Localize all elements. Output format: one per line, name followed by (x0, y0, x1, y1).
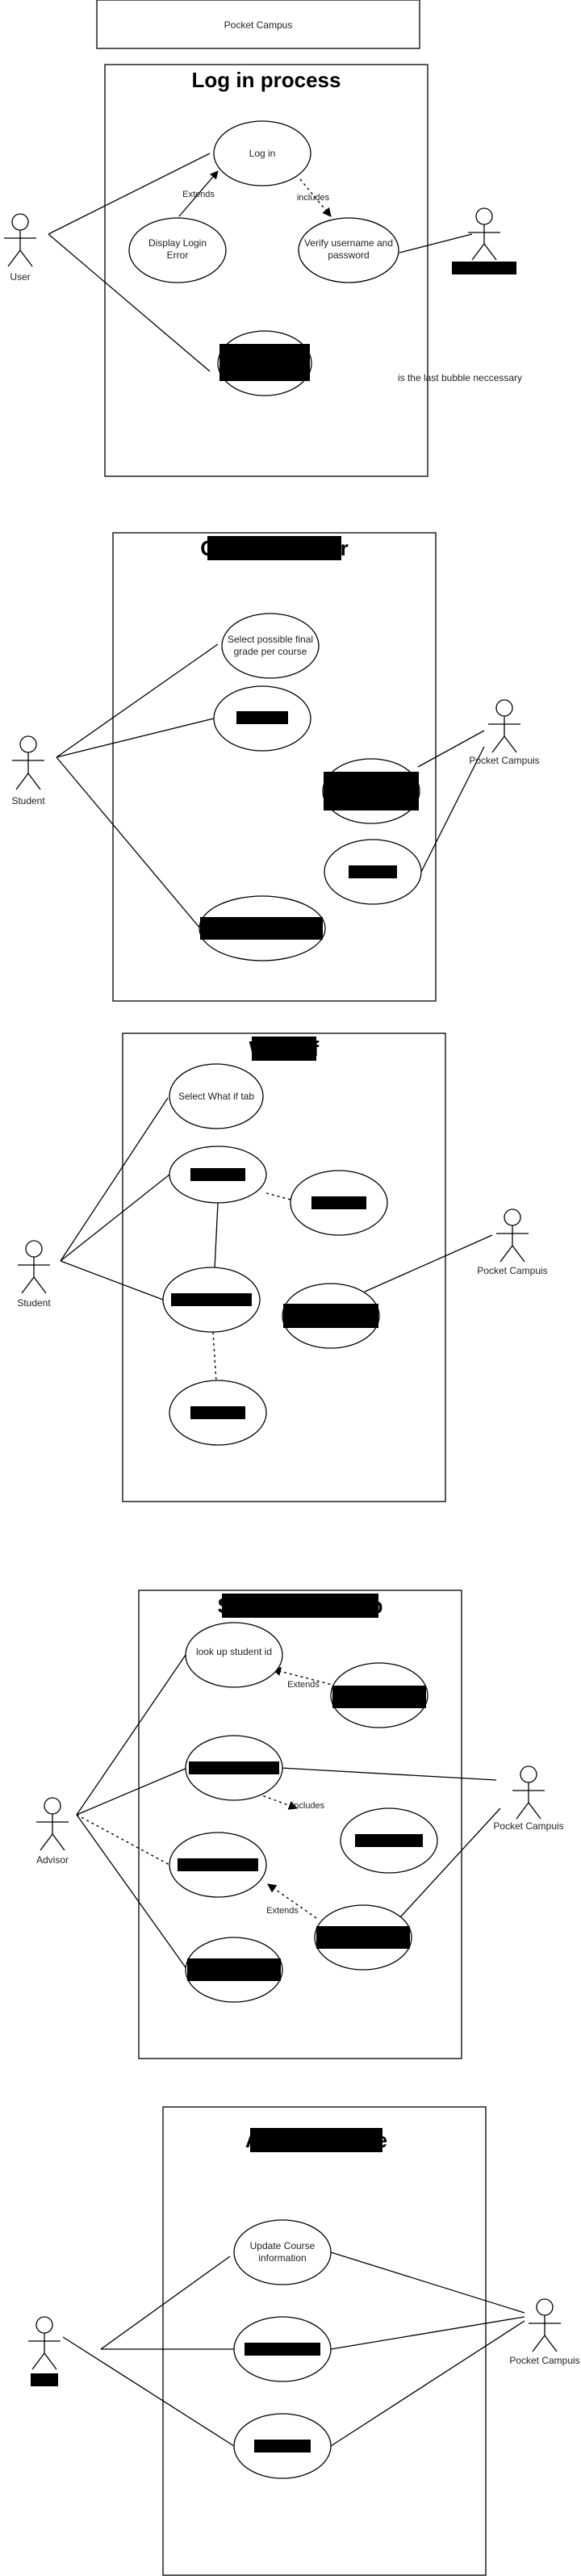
login-note: is the last bubble neccessary (398, 372, 522, 383)
lookup-frame (138, 1590, 462, 2059)
admin-section: Admin Update Update Course information (28, 2106, 580, 2576)
pocket-campus-actor-label: Pocket Campuis (493, 1820, 563, 1832)
pocket-campus-actor-icon (488, 699, 520, 753)
gpa-title-highlight (207, 536, 341, 560)
redaction-block (200, 917, 323, 940)
redaction-block (190, 1168, 245, 1181)
display-error-line2: Error (167, 249, 189, 261)
admin-title-highlight (250, 2128, 382, 2152)
redaction-block (254, 2440, 311, 2452)
redaction-block (187, 1958, 281, 1981)
use-case-log-in (213, 120, 311, 186)
redaction-block (190, 1406, 245, 1419)
use-case-log-in-label: Log in (249, 148, 276, 159)
select-grade-line2: grade per course (234, 646, 307, 657)
pocket-campus-actor-icon (529, 2298, 561, 2352)
advisor-actor-label: Advisor (36, 1854, 69, 1866)
login-includes-label: includes (297, 193, 330, 203)
redaction-block (245, 2343, 320, 2356)
lookup-id-label: look up student id (196, 1646, 272, 1657)
login-frame (104, 64, 428, 477)
header-box (96, 0, 420, 49)
pocket-campus-actor-icon (496, 1208, 529, 1263)
verify-line1: Verify username and (304, 237, 393, 249)
redaction-block (219, 344, 310, 381)
redaction-block (283, 1304, 378, 1328)
select-whatif-tab-label: Select What if tab (178, 1091, 254, 1102)
display-error-line1: Display Login (148, 237, 207, 249)
whatif-section: What if Select What if tab Student (17, 1032, 548, 1502)
student-actor-label: Student (11, 795, 45, 806)
pocket-campus-actor-label: Pocket Campuis (509, 2355, 579, 2366)
use-case-look-up-student-id (185, 1622, 283, 1688)
redaction-block (349, 865, 397, 878)
redaction-block (178, 1858, 258, 1871)
select-grade-line1: Select possible final (228, 634, 313, 645)
update-course-line2: information (258, 2252, 306, 2264)
login-title: Log in process (192, 68, 341, 92)
student-actor-icon (12, 735, 44, 790)
student-actor-icon (18, 1240, 50, 1294)
use-case-select-final-grade (221, 613, 320, 679)
update-course-line1: Update Course (250, 2240, 316, 2251)
use-case-verify-username (298, 217, 399, 283)
user-actor-icon (4, 213, 36, 267)
lookup-extends-label-2: Extends (266, 1906, 299, 1916)
redaction-block (324, 772, 419, 810)
redaction-block (452, 262, 516, 274)
use-case-select-whatif-tab (169, 1063, 264, 1129)
login-section: Log in process Extends includes Log in D… (4, 64, 522, 477)
admin-title: Admin Update (245, 2128, 387, 2152)
system-actor-icon (468, 207, 500, 261)
gpa-frame (112, 532, 437, 1002)
verify-line2: password (328, 249, 369, 261)
extends-arrow (267, 1883, 317, 1919)
whatif-title-highlight (252, 1037, 316, 1061)
pocket-campus-actor-label: Pocket Campuis (477, 1265, 547, 1276)
redaction-block (316, 1926, 410, 1949)
use-case-update-course-info (233, 2219, 332, 2285)
lookup-extends-label-1: Extends (287, 1680, 320, 1690)
redaction-block (189, 1761, 279, 1774)
gpa-section: GPA calculator Select possible final gra… (11, 532, 540, 1002)
student-actor-label: Student (17, 1297, 51, 1309)
advisor-actor-icon (36, 1797, 69, 1851)
whatif-frame (122, 1032, 446, 1502)
gpa-title: GPA calculator (200, 536, 349, 560)
redaction-block (332, 1686, 426, 1708)
lookup-section: Student Look up Extends includes Extends… (36, 1590, 564, 2059)
login-extends-label: Extends (182, 190, 215, 199)
user-actor-label: User (10, 271, 30, 283)
admin-actor-icon (28, 2316, 61, 2370)
redaction-block (31, 2373, 58, 2386)
includes-arrow (299, 178, 332, 217)
redaction-block (236, 711, 288, 724)
pocket-campus-actor-icon (512, 1766, 545, 1820)
whatif-title: What if (249, 1037, 320, 1061)
pocket-campus-actor-label: Pocket Campuis (469, 755, 539, 766)
redaction-block (355, 1834, 423, 1847)
includes-arrow (241, 1787, 299, 1810)
header-title: Pocket Campus (224, 19, 293, 31)
lookup-title: Student Look up (217, 1594, 382, 1618)
use-case-display-login-error (128, 217, 227, 283)
lookup-title-highlight (222, 1594, 378, 1618)
lookup-includes-label: includes (292, 1801, 325, 1811)
extends-arrow (178, 170, 219, 217)
redaction-block (311, 1196, 366, 1209)
redaction-block (171, 1293, 252, 1306)
admin-frame (162, 2106, 487, 2576)
